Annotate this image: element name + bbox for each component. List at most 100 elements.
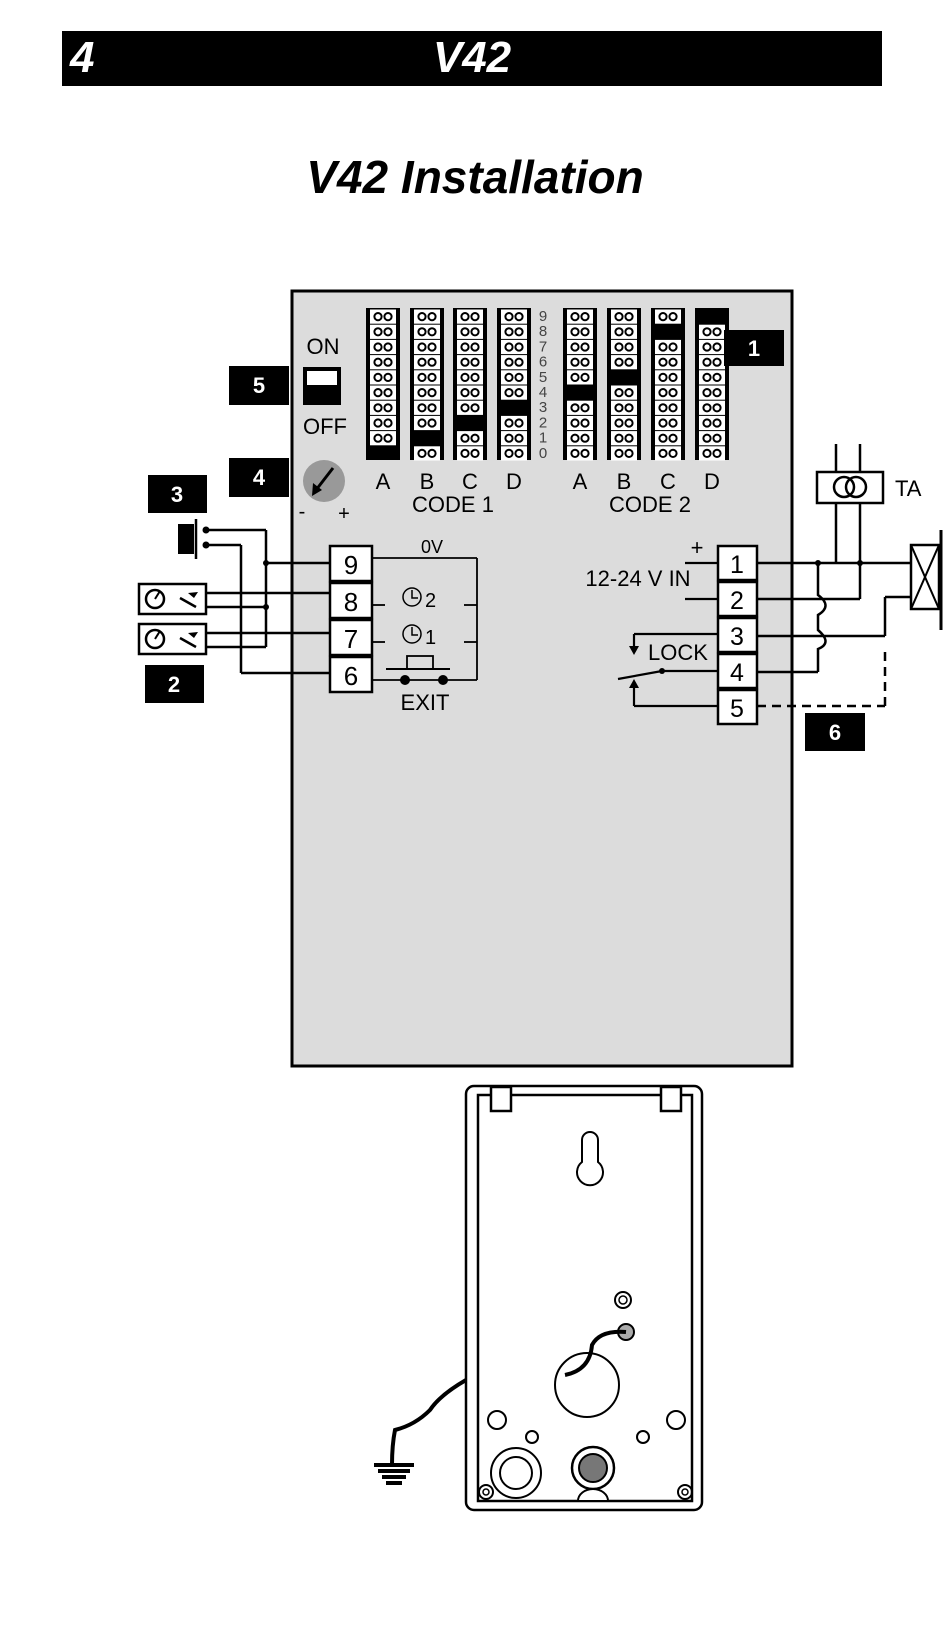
digit-scale-label: 1 bbox=[539, 430, 547, 447]
timer-switch-box-2 bbox=[137, 622, 208, 656]
right-wiring-dots bbox=[815, 560, 863, 566]
svg-text:7: 7 bbox=[344, 624, 358, 654]
timer2-label: 2 bbox=[425, 590, 436, 612]
timer1-icon bbox=[402, 624, 422, 644]
right-wiring bbox=[757, 444, 937, 708]
svg-text:1: 1 bbox=[748, 336, 760, 361]
transformer-label: TA bbox=[895, 476, 922, 501]
jumper-code2-a[interactable] bbox=[563, 308, 597, 461]
svg-text:1: 1 bbox=[730, 551, 744, 579]
jumper-code2-c[interactable] bbox=[651, 308, 685, 461]
back-cover bbox=[464, 1084, 704, 1512]
code2-letter-d: D bbox=[704, 469, 720, 494]
terminal-6[interactable]: 6 bbox=[328, 655, 374, 694]
lock-arrow-down bbox=[629, 646, 639, 655]
terminal-2[interactable]: 2 bbox=[716, 580, 759, 618]
terminal-9[interactable]: 9 bbox=[328, 544, 374, 583]
digit-scale-label: 5 bbox=[539, 369, 547, 386]
page-title: V42 Installation bbox=[306, 151, 644, 203]
callout-5: 5 bbox=[229, 366, 289, 405]
transformer bbox=[815, 470, 885, 505]
ground-symbol bbox=[374, 1378, 467, 1485]
zero-v-label: 0V bbox=[421, 537, 443, 557]
svg-text:6: 6 bbox=[829, 720, 841, 745]
exit-label: EXIT bbox=[401, 690, 450, 715]
code2-letter-a: A bbox=[573, 469, 588, 494]
terminal-3[interactable]: 3 bbox=[716, 616, 759, 654]
terminal-8[interactable]: 8 bbox=[328, 581, 374, 620]
pot-plus-label: + bbox=[338, 503, 350, 525]
svg-text:2: 2 bbox=[168, 672, 180, 697]
jumper-code1-a[interactable] bbox=[366, 308, 400, 460]
exit-contact-right bbox=[438, 675, 448, 685]
callout-3: 3 bbox=[148, 475, 207, 513]
terminal-1[interactable]: 1 bbox=[716, 544, 759, 582]
code1-label: CODE 1 bbox=[412, 492, 494, 517]
callout-6: 6 bbox=[805, 713, 865, 751]
svg-text:5: 5 bbox=[253, 373, 265, 398]
digit-scale-label: 6 bbox=[539, 354, 547, 371]
right-terminal-block: 1 2 3 4 5 bbox=[716, 544, 759, 726]
digit-scale-label: 7 bbox=[539, 338, 547, 355]
pot-minus-label: - bbox=[299, 501, 306, 523]
code1-letter-a: A bbox=[376, 469, 391, 494]
jumper-code2-d[interactable] bbox=[695, 308, 729, 461]
digit-scale-label: 8 bbox=[539, 323, 547, 340]
code2-letter-b: B bbox=[617, 469, 632, 494]
lock-actuator bbox=[909, 530, 943, 630]
digit-scale-label: 0 bbox=[539, 445, 547, 462]
svg-text:4: 4 bbox=[730, 659, 744, 687]
code-labels: A B C D CODE 1 A B C D CODE 2 bbox=[376, 469, 720, 517]
internal-right-circuit bbox=[617, 561, 718, 708]
terminal-4[interactable]: 4 bbox=[716, 652, 759, 690]
code2-letter-c: C bbox=[660, 469, 676, 494]
digit-scale-label: 2 bbox=[539, 414, 547, 431]
terminal-7[interactable]: 7 bbox=[328, 618, 374, 657]
timer2-icon bbox=[402, 587, 422, 607]
terminal-5[interactable]: 5 bbox=[716, 688, 759, 726]
switch-off-label: OFF bbox=[303, 414, 347, 439]
internal-left-circuit bbox=[372, 557, 478, 681]
code1-letter-c: C bbox=[462, 469, 478, 494]
page-number: 4 bbox=[70, 33, 95, 82]
timer1-label: 1 bbox=[425, 627, 436, 649]
on-off-switch[interactable] bbox=[303, 367, 341, 405]
jumper-code1-d[interactable] bbox=[497, 308, 531, 461]
jumper-code1-c[interactable] bbox=[453, 308, 487, 461]
jumper-code1-b[interactable] bbox=[410, 308, 444, 461]
svg-text:4: 4 bbox=[253, 465, 266, 490]
svg-text:9: 9 bbox=[344, 550, 358, 580]
code2-label: CODE 2 bbox=[609, 492, 691, 517]
left-wiring bbox=[178, 519, 330, 675]
lock-label: LOCK bbox=[648, 640, 708, 665]
svg-text:2: 2 bbox=[730, 587, 744, 615]
plus-label: + bbox=[691, 535, 704, 560]
code1-letter-d: D bbox=[506, 469, 522, 494]
jumper-blocks bbox=[366, 308, 729, 461]
callout-4: 4 bbox=[229, 458, 289, 497]
lock-arrow-up bbox=[629, 679, 639, 688]
exit-contact-left bbox=[400, 675, 410, 685]
relay-pivot bbox=[659, 668, 665, 674]
header-title: V42 bbox=[432, 33, 512, 82]
digit-scale-label: 4 bbox=[539, 384, 547, 401]
callout-2: 2 bbox=[145, 665, 204, 703]
left-terminal-block: 9 8 7 6 bbox=[328, 544, 374, 694]
code1-letter-b: B bbox=[420, 469, 435, 494]
switch-on-label: ON bbox=[307, 334, 340, 359]
header-bar: 4 V42 bbox=[62, 31, 882, 86]
left-wiring-dots bbox=[202, 526, 269, 610]
svg-text:6: 6 bbox=[344, 661, 358, 691]
callout-1: 1 bbox=[724, 330, 784, 366]
svg-text:5: 5 bbox=[730, 695, 744, 723]
svg-text:3: 3 bbox=[171, 482, 183, 507]
jumper-code2-b[interactable] bbox=[607, 308, 641, 461]
svg-text:3: 3 bbox=[730, 623, 744, 651]
power-input-label: 12-24 V IN bbox=[585, 566, 690, 591]
potentiometer[interactable] bbox=[303, 460, 345, 502]
digit-scale-label: 3 bbox=[539, 399, 547, 416]
svg-text:8: 8 bbox=[344, 587, 358, 617]
digit-scale-label: 9 bbox=[539, 308, 547, 325]
